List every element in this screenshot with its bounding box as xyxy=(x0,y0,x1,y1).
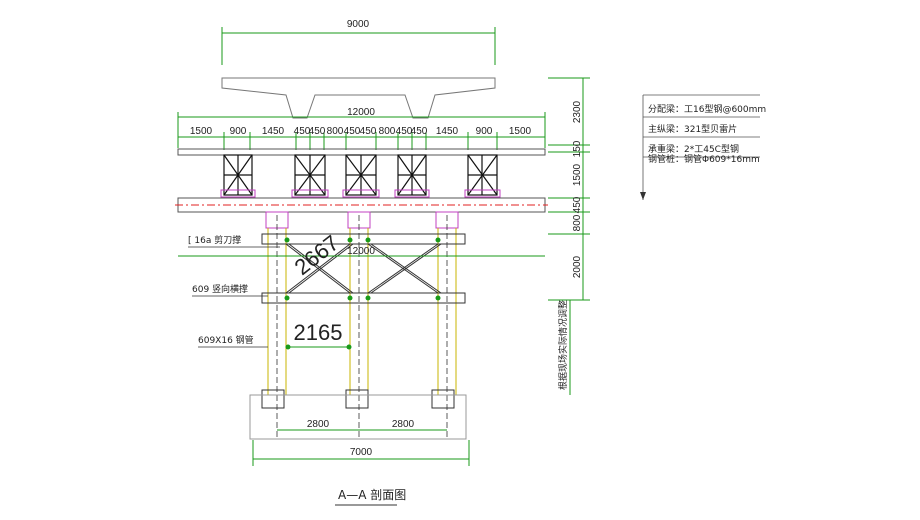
right-dim-label: 2000 xyxy=(572,255,583,278)
spacing-label: 2165 xyxy=(294,320,343,345)
top-width-label: 9000 xyxy=(347,19,370,30)
pile-spacing-label: 2800 xyxy=(307,419,330,430)
horizontal-ties xyxy=(261,233,466,304)
segment-label: 900 xyxy=(476,126,493,137)
distribution-beam xyxy=(177,148,546,156)
pile-spacing-label: 2800 xyxy=(392,419,415,430)
right-dim-label: 2300 xyxy=(572,100,583,123)
box-girder xyxy=(221,77,496,119)
tie-label: 609 竖向横撑 xyxy=(192,283,248,295)
pile-centerlines xyxy=(276,215,448,440)
segment-labels: 1500 900 1450 450 450 800 450 450 800 45… xyxy=(190,126,532,137)
legend-items: 分配梁：工16型钢@600mm 主纵梁：321型贝雷片 承重梁：2*工45C型钢… xyxy=(648,103,766,165)
right-dim-label: 150 xyxy=(572,140,583,157)
bailey-truss xyxy=(223,154,253,196)
segment-label: 800 xyxy=(379,126,396,137)
segment-label: 1500 xyxy=(190,126,213,137)
right-dimension-chain xyxy=(548,77,590,301)
bailey-truss xyxy=(467,154,498,196)
brace-length-label: 2667 xyxy=(290,230,344,280)
top-dimension xyxy=(221,27,496,65)
segment-label: 450 xyxy=(309,126,326,137)
bailey-truss xyxy=(397,154,427,196)
segment-label: 450 xyxy=(411,126,428,137)
bailey-truss xyxy=(294,154,326,196)
pile-bottoms xyxy=(261,389,455,409)
cross-width-label: 12000 xyxy=(347,246,375,257)
segment-label: 450 xyxy=(396,126,413,137)
legend-item: 钢管桩：钢管Φ609*16mm xyxy=(648,153,760,165)
segment-label: 450 xyxy=(344,126,361,137)
right-dim-label: 800 xyxy=(572,214,583,231)
truss-base-plates xyxy=(220,189,501,198)
right-dim-label: 1500 xyxy=(572,163,583,186)
side-note: 根据现场实际情况调整 xyxy=(557,300,569,390)
segment-label: 450 xyxy=(360,126,377,137)
legend-arrow xyxy=(640,192,646,200)
legend-item: 主纵梁：321型贝雷片 xyxy=(648,123,737,135)
segment-dimension-line xyxy=(178,132,545,150)
scissor-brace-label: [ 16a 剪刀撑 xyxy=(188,234,241,246)
legend-item: 分配梁：工16型钢@600mm xyxy=(648,103,766,115)
foundation xyxy=(249,394,467,440)
drawing-title: A—A 剖面图 xyxy=(338,488,406,502)
right-dim-label: 450 xyxy=(572,196,583,213)
segment-label: 1450 xyxy=(436,126,459,137)
segment-label: 1500 xyxy=(509,126,532,137)
bailey-trusses xyxy=(223,154,498,196)
deck-width-label: 12000 xyxy=(347,107,375,118)
pile-caps xyxy=(265,211,459,229)
bearing-beam xyxy=(177,197,546,213)
brace-nodes xyxy=(284,237,441,350)
segment-label: 1450 xyxy=(262,126,285,137)
segment-label: 900 xyxy=(230,126,247,137)
segment-label: 800 xyxy=(327,126,344,137)
bottom-dimension xyxy=(252,429,470,466)
right-dimension-labels: 2300 150 1500 450 800 2000 xyxy=(572,100,583,278)
deck-dimension xyxy=(177,112,546,148)
base-width-label: 7000 xyxy=(350,447,373,458)
legend-item: 承重梁：2*工45C型钢 xyxy=(648,143,739,155)
bailey-truss xyxy=(345,154,377,196)
legend-box xyxy=(642,94,760,200)
pipe-label: 609X16 钢管 xyxy=(198,334,254,346)
segment-label: 450 xyxy=(294,126,311,137)
scissor-bracing xyxy=(285,243,442,294)
